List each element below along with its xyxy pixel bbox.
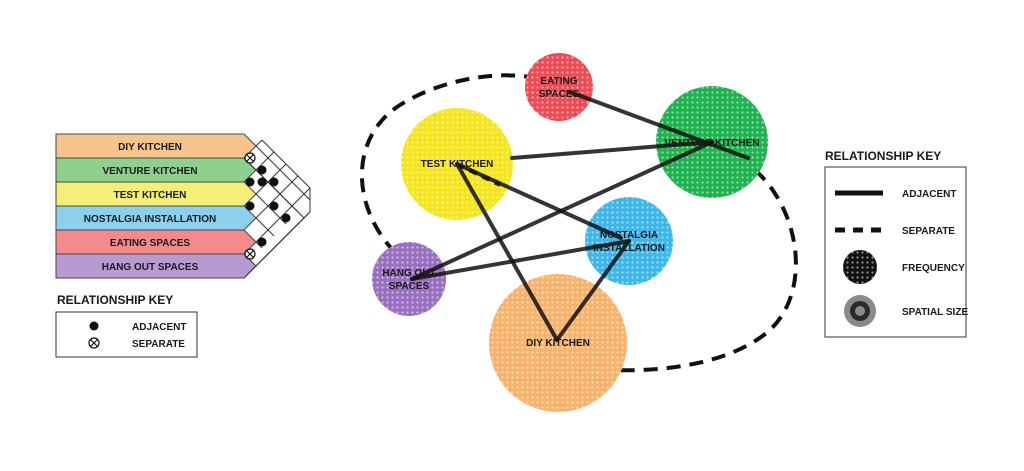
matrix-row-test: TEST KITCHEN	[55, 181, 257, 207]
right-key-separate: SEPARATE	[902, 226, 955, 237]
adjacent-dot	[269, 177, 279, 187]
bubble-label-hangout-2: SPACES	[389, 281, 430, 292]
left-key-adjacent: ADJACENT	[132, 322, 186, 333]
bubble-eating	[525, 53, 593, 121]
separate-symbol	[244, 248, 256, 260]
matrix-row-eating: EATING SPACES	[55, 229, 257, 255]
separate-x-icon	[88, 337, 100, 349]
adjacent-dot	[245, 177, 255, 187]
adjacent-dot	[281, 213, 291, 223]
adjacent-dot	[257, 237, 267, 247]
bubble-label-diy: DIY KITCHEN	[526, 338, 590, 349]
matrix-label-venture: VENTURE KITCHEN	[102, 166, 197, 177]
right-key-spatial-size: SPATIAL SIZE	[902, 307, 968, 318]
matrix-row-nostalgia: NOSTALGIA INSTALLATION	[55, 205, 257, 231]
left-relationship-key: RELATIONSHIP KEY ADJACENT SEPARATE	[55, 293, 198, 358]
bubble-label-test: TEST KITCHEN	[421, 159, 494, 170]
separate-symbol	[244, 152, 256, 164]
matrix-label-eating: EATING SPACES	[110, 238, 191, 249]
matrix-label-test: TEST KITCHEN	[114, 190, 187, 201]
right-key-frequency: FREQUENCY	[902, 263, 965, 274]
right-relationship-key: RELATIONSHIP KEY ADJACENT SEPARATE FREQU…	[824, 149, 968, 338]
bubble-label-venture: VENTURE KITCHEN	[664, 138, 759, 149]
bubble-diagram: EATING SPACES VENTURE KITCHEN TEST KITCH…	[359, 53, 798, 412]
separate-dashed-link	[456, 162, 501, 187]
matrix-row-diy: DIY KITCHEN	[55, 133, 257, 159]
adjacent-dot	[257, 165, 267, 175]
matrix-row-hangout: HANG OUT SPACES	[55, 253, 257, 279]
bubble-label-nostalgia-2: INSTALLATION	[593, 243, 665, 254]
adjacent-dot	[269, 201, 279, 211]
adjacent-dot	[257, 177, 267, 187]
bubble-label-eating-2: SPACES	[539, 89, 580, 100]
bubble-hangout	[372, 242, 446, 316]
frequency-dots-icon	[843, 250, 877, 284]
right-key-title: RELATIONSHIP KEY	[825, 149, 941, 163]
left-key-title: RELATIONSHIP KEY	[57, 293, 173, 307]
left-key-separate: SEPARATE	[132, 339, 185, 350]
matrix-label-diy: DIY KITCHEN	[118, 142, 182, 153]
bubble-label-hangout-1: HANG OUT	[382, 268, 435, 279]
adjacent-dot	[245, 201, 255, 211]
bubble-label-eating-1: EATING	[540, 76, 577, 87]
separate-dashed-loop	[359, 73, 798, 373]
matrix-label-hangout: HANG OUT SPACES	[102, 262, 199, 273]
matrix-row-venture: VENTURE KITCHEN	[55, 157, 257, 183]
adjacency-matrix: DIY KITCHEN VENTURE KITCHEN TEST KITCHEN…	[55, 133, 311, 279]
bubble-label-nostalgia-1: NOSTALGIA	[600, 230, 658, 241]
adjacent-dot-icon	[89, 321, 99, 331]
matrix-label-nostalgia: NOSTALGIA INSTALLATION	[84, 214, 216, 225]
bubble-diy	[489, 274, 627, 412]
right-key-adjacent: ADJACENT	[902, 189, 956, 200]
matrix-symbols	[244, 152, 291, 260]
spatial-size-icon	[844, 295, 876, 327]
